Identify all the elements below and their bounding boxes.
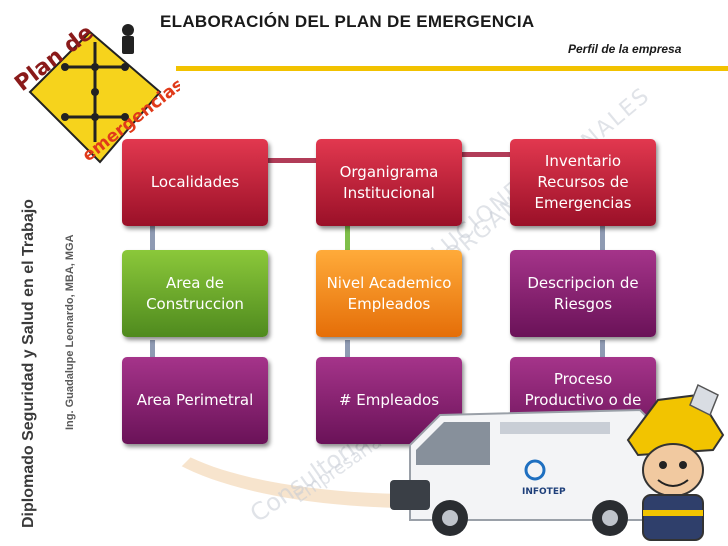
card-organigrama: Organigrama Institucional — [316, 139, 462, 226]
connector-horizontal — [458, 152, 518, 157]
plan-de-emergencias-logo: Plan de emergencias — [10, 22, 180, 166]
card-descripcion-riesgos: Descripcion de Riesgos — [510, 250, 656, 337]
connector-horizontal — [260, 158, 320, 163]
connector-vertical — [345, 340, 350, 368]
connector-vertical — [150, 226, 155, 254]
card-area-perimetral: Area Perimetral — [122, 357, 268, 444]
bell-icon — [689, 383, 719, 417]
connector-vertical — [150, 340, 155, 368]
infotep-badge: INFOTEP — [522, 487, 566, 497]
connector-vertical — [345, 226, 350, 254]
firefighter-mascot-image — [626, 383, 725, 541]
connector-vertical — [600, 226, 605, 254]
card-nivel-academico: Nivel Academico Empleados — [316, 250, 462, 337]
title-underline — [176, 66, 728, 71]
card-inventario-recursos: Inventario Recursos de Emergencias — [510, 139, 656, 226]
infotep-logo: INFOTEP — [522, 459, 566, 497]
slide-subtitle: Perfil de la empresa — [568, 42, 682, 56]
card-localidades: Localidades — [122, 139, 268, 226]
course-vertical-label: Diplomado Seguridad y Salud en el Trabaj… — [20, 199, 37, 528]
author-vertical-label: Ing. Guadalupe Leonardo, MBA, MGA — [64, 234, 76, 430]
card-area-construccion: Area de Construccion — [122, 250, 268, 337]
person-icon — [122, 24, 134, 54]
slide-title: ELABORACIÓN DEL PLAN DE EMERGENCIA — [160, 12, 535, 31]
connector-vertical — [600, 340, 605, 368]
